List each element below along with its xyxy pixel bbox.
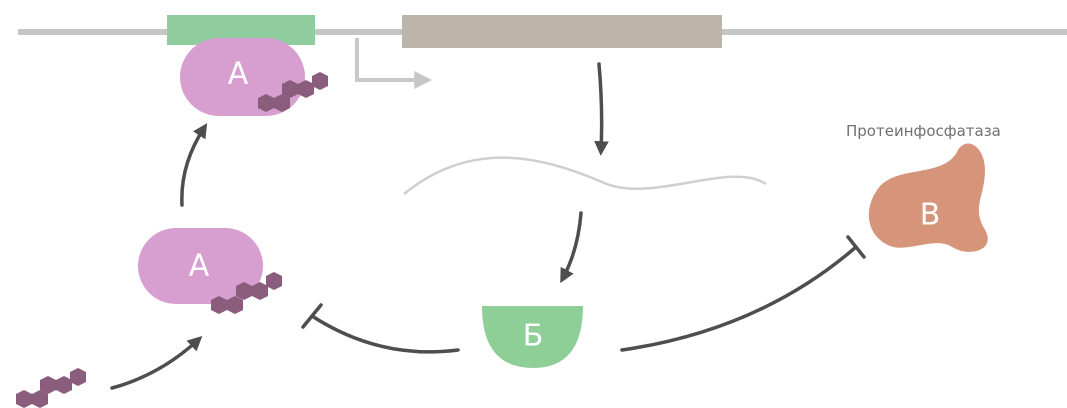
phosphorylation-arrow [110,336,203,390]
protein-b: Б [482,306,583,368]
free-phosphate-group [16,368,86,408]
protein-a-label: А [189,249,210,284]
phosphatase-label: Протеинфосфатаза [846,122,1001,140]
protein-a-label: А [228,57,249,92]
protein-a-bound: А [180,38,328,116]
inhibition-b-to-a [310,314,460,354]
protein-a-free: А [138,228,282,314]
phosphate-group [211,272,282,314]
inhibition-b-to-v [620,245,858,352]
mrna-wave [403,156,767,195]
binding-arrow [180,123,208,207]
translation-arrow [560,211,583,284]
protein-b-label: Б [523,319,544,354]
transcription-arrow [594,62,609,156]
phosphate-group [258,72,328,112]
protein-v: В [868,143,988,252]
inhibition-bar-v [846,235,866,259]
inhibition-bar-a [301,303,323,329]
transcription-start-arrow [355,38,433,89]
gene-region [402,15,722,48]
protein-v-label: В [920,198,941,233]
